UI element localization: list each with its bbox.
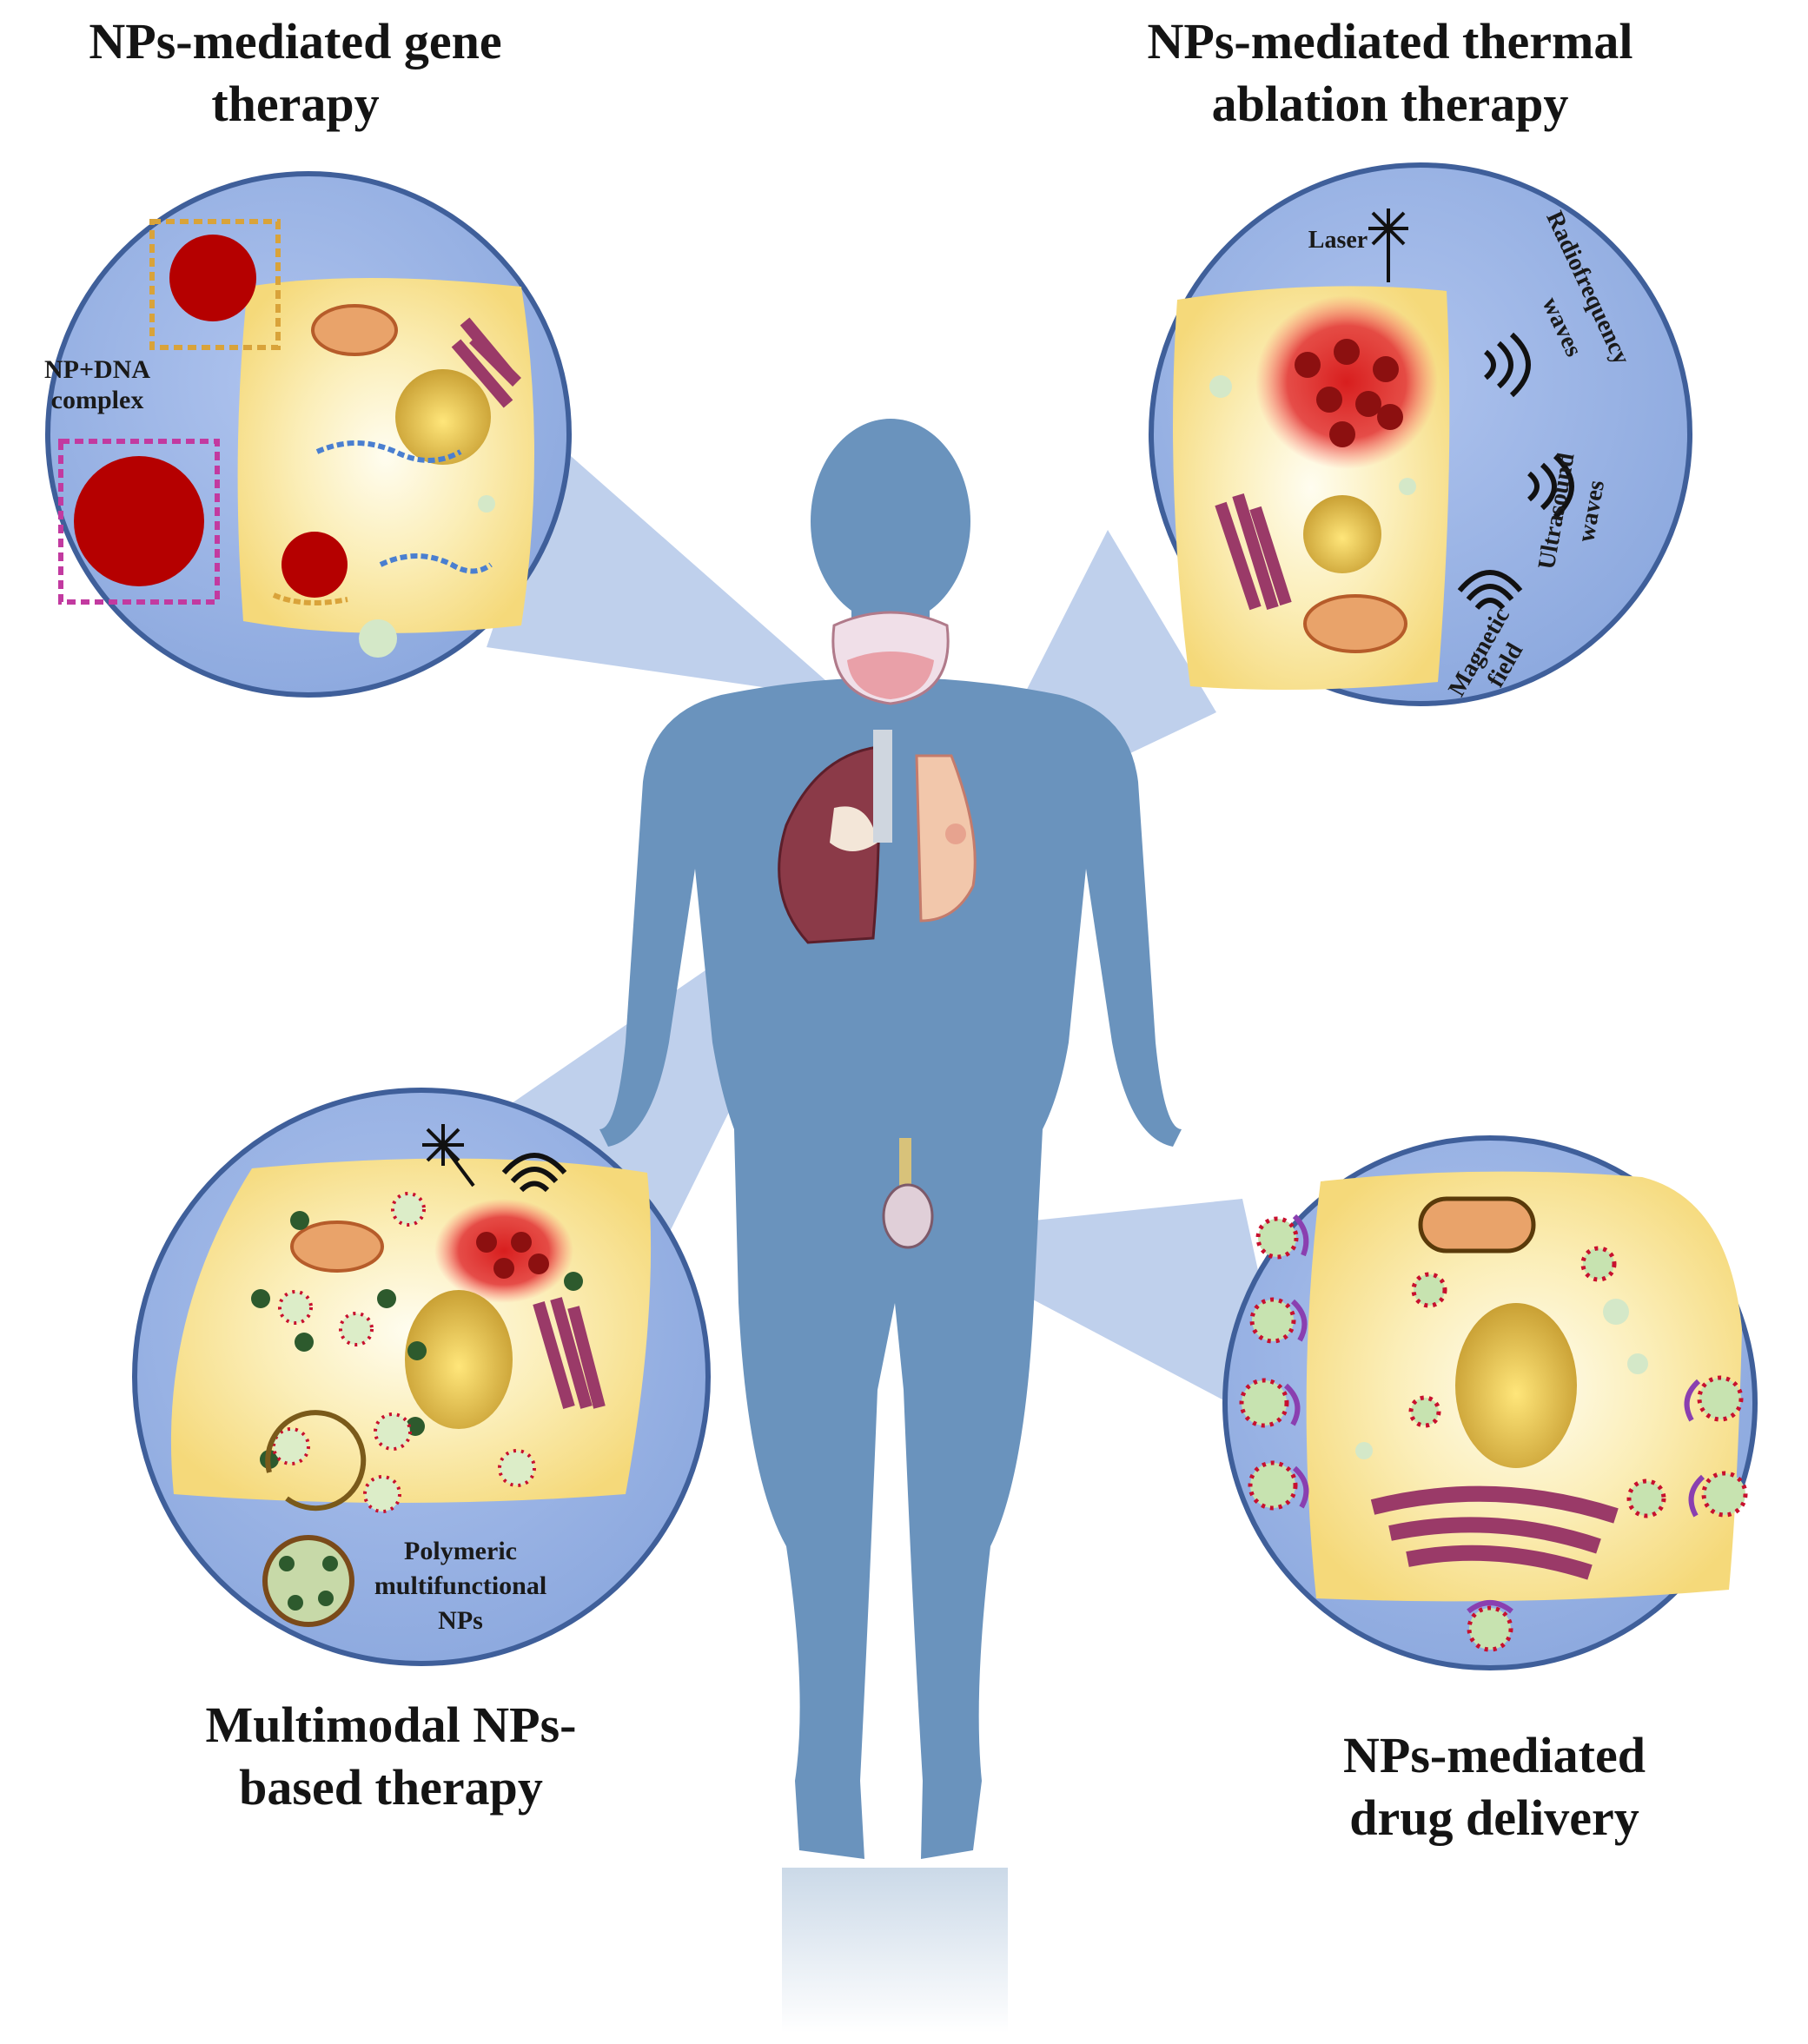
thermal-ablation-panel: Laser Radiofrequency waves Ultrasound wa… [1149, 162, 1692, 706]
targeted-nps [1239, 1216, 1748, 1652]
wave-icons [1457, 332, 1574, 611]
drug-vesicle [1355, 1442, 1373, 1459]
multimodal-heated-region [434, 1199, 573, 1303]
gene-therapy-panel: NP+DNA complex [44, 171, 572, 698]
gene-nanoparticle [281, 532, 348, 598]
drug-vesicle [1603, 1299, 1629, 1325]
drug-delivery-title: NPs-mediated drug delivery [1343, 1727, 1646, 1846]
multimodal-golgi [533, 1297, 606, 1409]
thermal-vesicle [1209, 375, 1232, 398]
targeting-ligands [1283, 1214, 1705, 1614]
gene-therapy-title: NPs-mediated gene therapy [89, 13, 502, 132]
gene-nanoparticle [74, 456, 204, 586]
lung-organ [778, 745, 881, 944]
multimodal-panel: Polymeric multifunctional NPs [132, 1088, 711, 1666]
drug-delivery-panel [1222, 1135, 1758, 1670]
heated-nanoparticles [1295, 339, 1403, 447]
drug-molecules [251, 1211, 583, 1469]
dna-strands [58, 219, 493, 605]
drug-golgi [1370, 1485, 1619, 1580]
laser-icon [1368, 208, 1408, 282]
thyroid-organ [831, 611, 950, 705]
drug-mitochondrion [1418, 1196, 1536, 1254]
multimodal-therapy-title: Multimodal NPs- based therapy [205, 1697, 577, 1816]
multimodal-mitochondrion [290, 1220, 384, 1273]
polymeric-label-2: multifunctional [374, 1571, 546, 1600]
polymeric-label-3: NPs [438, 1606, 483, 1635]
gene-vesicle [359, 619, 397, 658]
gene-vesicle [478, 495, 495, 513]
thermal-nucleus [1303, 495, 1381, 573]
multimodal-wave-icon [501, 1153, 567, 1193]
np-dna-label-2: complex [51, 386, 144, 414]
body-reflection [782, 1868, 1008, 2033]
drug-nucleus [1455, 1303, 1577, 1468]
laser-label: Laser [1308, 227, 1368, 254]
thermal-golgi [1215, 493, 1292, 611]
multifunctional-nps [272, 1192, 536, 1513]
multimodal-laser-icon [422, 1124, 475, 1187]
trachea [873, 730, 892, 843]
gene-nanoparticle [169, 235, 256, 321]
breast-organ [915, 754, 977, 923]
np-dna-label-1: NP+DNA [44, 355, 150, 384]
testis-organ [882, 1138, 934, 1249]
endocytosis-membrane [265, 1410, 367, 1512]
multimodal-heated-nps [476, 1232, 549, 1279]
thermal-ablation-title: NPs-mediated thermal ablation therapy [1147, 13, 1633, 132]
multimodal-nucleus [405, 1290, 513, 1429]
gene-golgi [451, 317, 521, 408]
polymeric-np-cargo [279, 1556, 338, 1611]
thermal-vesicle [1399, 478, 1416, 495]
gene-nucleus [395, 369, 491, 465]
drug-vesicle [1627, 1353, 1648, 1374]
polymeric-np [262, 1535, 354, 1627]
polymeric-label-1: Polymeric [404, 1537, 517, 1565]
gene-mitochondrion [311, 304, 398, 356]
thermal-mitochondrion [1303, 594, 1407, 653]
